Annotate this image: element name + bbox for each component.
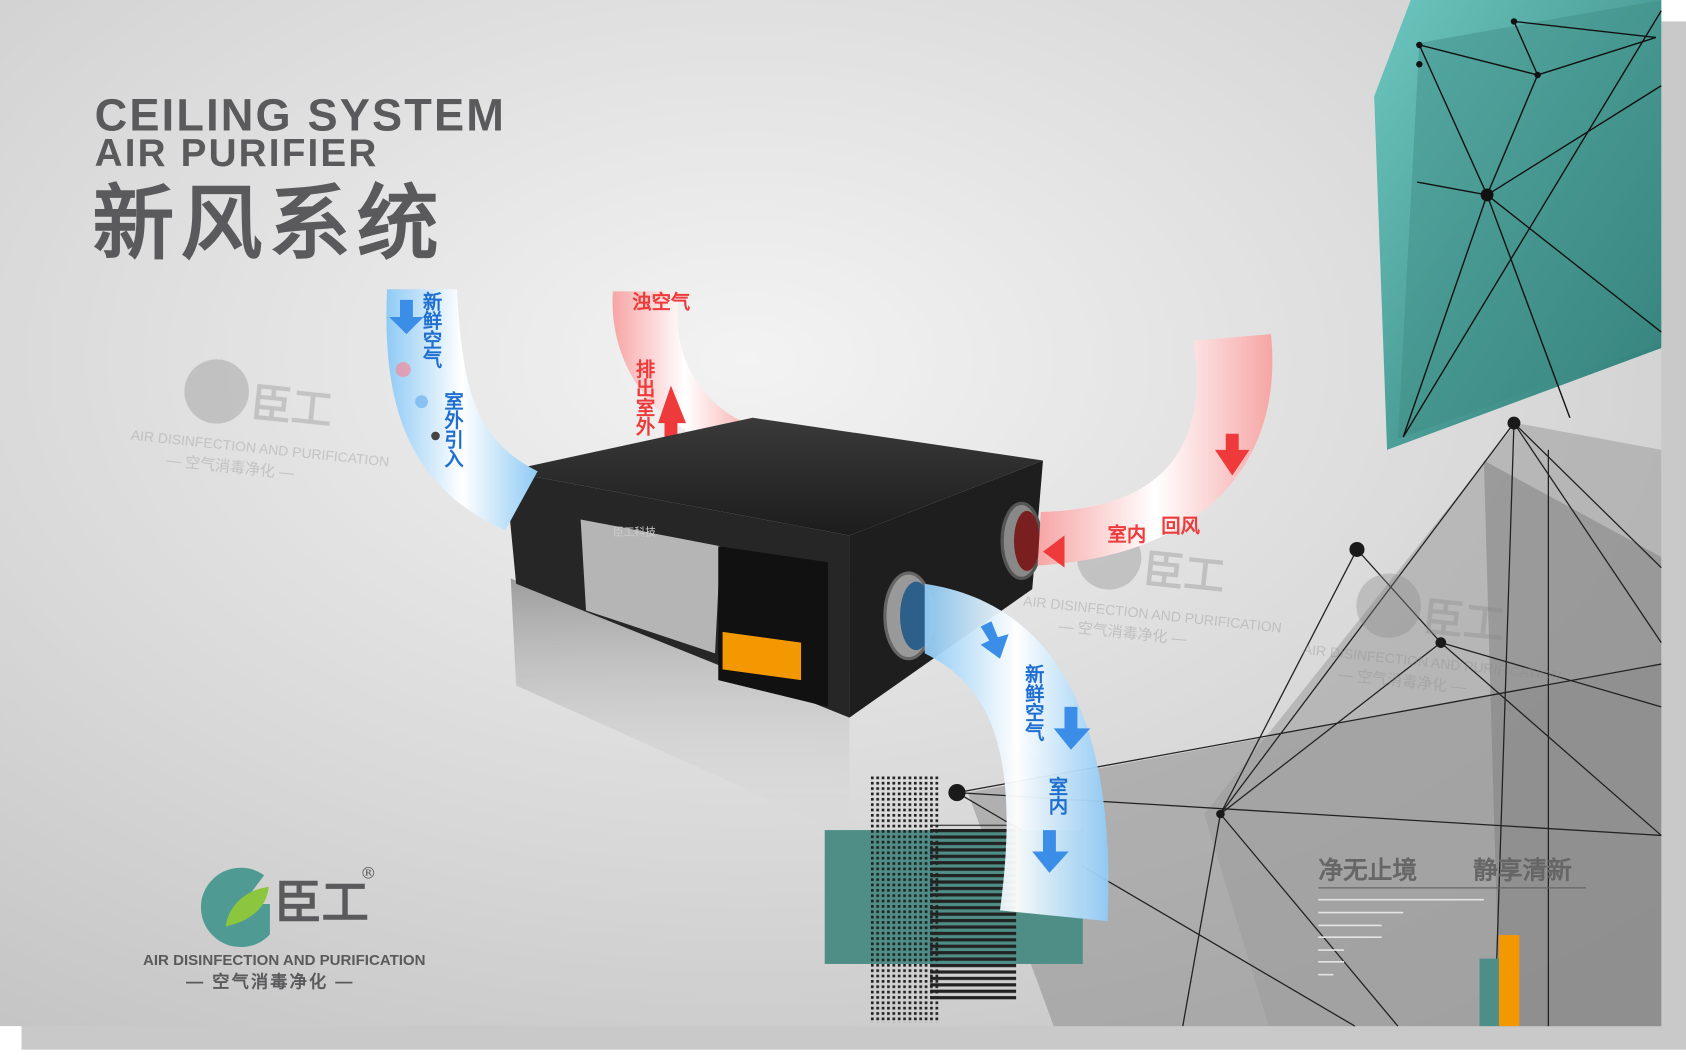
registered-mark: ® bbox=[360, 863, 376, 882]
device-panel-label: 臣工科技 bbox=[613, 526, 656, 539]
indoor-supply-label: 室内 bbox=[1045, 776, 1068, 816]
fresh-air-supply-label: 新鲜空气 bbox=[1022, 663, 1046, 741]
brand-logo: 臣工 ® AIR DISINFECTION AND PURIFICATION —… bbox=[143, 863, 426, 991]
svg-text:臣工: 臣工 bbox=[249, 380, 335, 434]
outdoor-intake-label: 室外引入 bbox=[441, 390, 465, 468]
fresh-air-supply-arrow: 新鲜空气 室内 bbox=[924, 583, 1109, 922]
slogan-right: 静享清新 bbox=[1473, 855, 1572, 884]
slogan: 净无止境 静享清新 bbox=[1318, 855, 1587, 976]
svg-text:浊空气: 浊空气 bbox=[632, 291, 690, 314]
device-reflection bbox=[510, 578, 850, 836]
brand-name: 臣工 bbox=[274, 877, 369, 930]
leaf-icon bbox=[225, 886, 269, 927]
svg-text:臣工: 臣工 bbox=[1421, 594, 1507, 648]
brand-tagline-en: AIR DISINFECTION AND PURIFICATION bbox=[143, 952, 426, 969]
geometric-decoration-teal bbox=[1374, 0, 1662, 450]
fresh-air-label: 新鲜空气 bbox=[420, 290, 444, 368]
fresh-air-intake-arrow: 新鲜空气 室外引入 bbox=[386, 289, 538, 531]
orange-accent-bar bbox=[1498, 935, 1520, 1027]
slogan-left: 净无止境 bbox=[1318, 855, 1417, 884]
exhaust-label: 排出室外 bbox=[632, 358, 656, 437]
svg-text:臣工: 臣工 bbox=[1141, 546, 1227, 600]
air-purifier-device: 臣工科技 bbox=[505, 417, 1043, 718]
teal-accent-bar bbox=[1479, 958, 1500, 1027]
title-line1: CEILING SYSTEM bbox=[95, 90, 506, 141]
return-air-arrow: 室内 回风 bbox=[1037, 334, 1273, 568]
return-air-label: 回风 bbox=[1161, 515, 1200, 537]
indoor-label: 室内 bbox=[1108, 523, 1147, 546]
title-line2: AIR PURIFIER bbox=[95, 132, 379, 175]
title-cn: 新风系统 bbox=[92, 179, 445, 270]
brand-tagline-cn: — 空气消毒净化 — bbox=[186, 972, 355, 992]
title-block: CEILING SYSTEM AIR PURIFIER 新风系统 bbox=[92, 90, 506, 270]
exhaust-air-arrow: 浊空气 排出室外 bbox=[612, 291, 759, 450]
